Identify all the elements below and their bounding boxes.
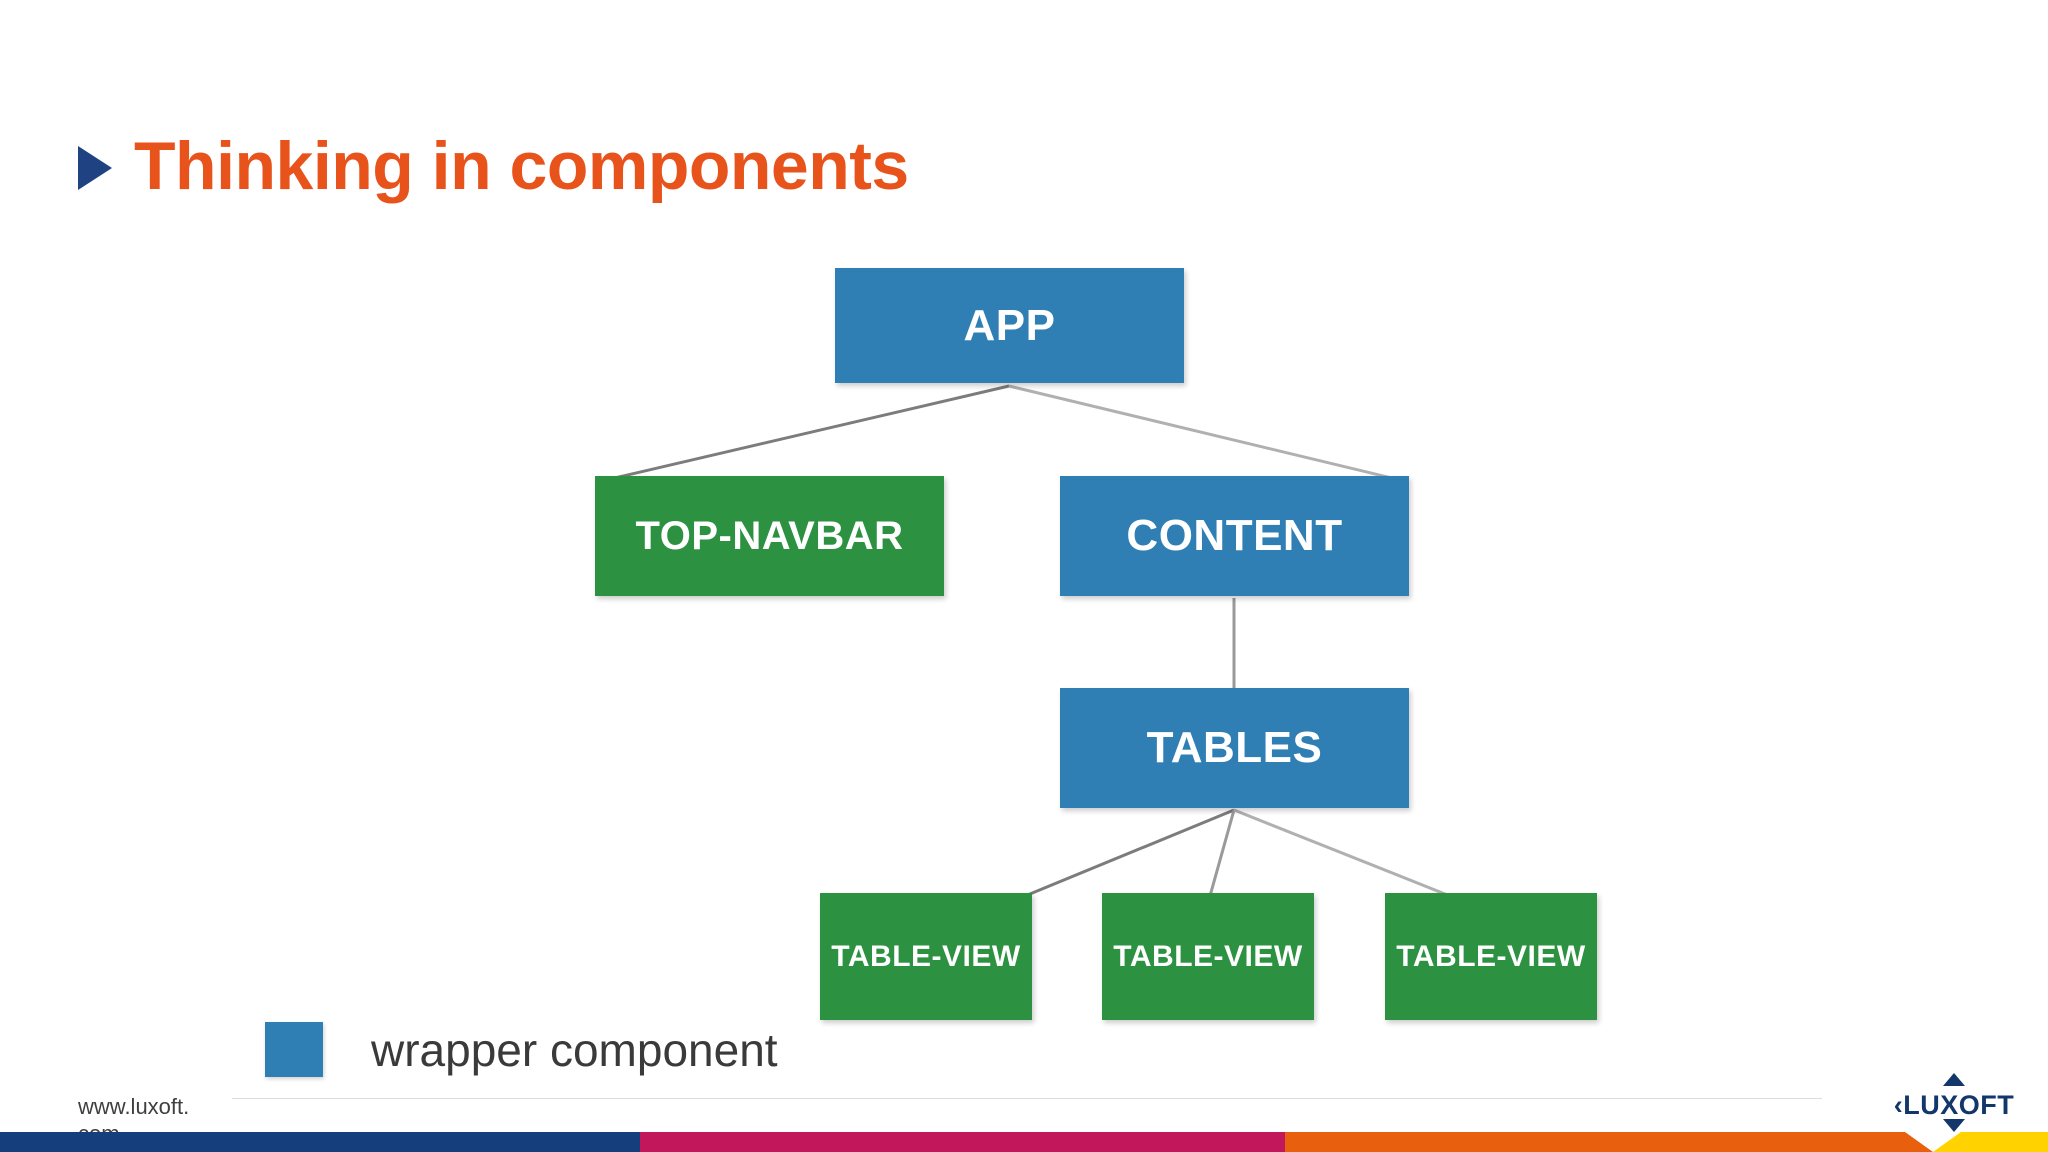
legend-label-wrapper: wrapper component bbox=[371, 1023, 778, 1076]
color-bar-segment-crimson bbox=[640, 1132, 1285, 1152]
legend-swatch-wrapper bbox=[265, 1022, 323, 1077]
edge-tables-tableview1 bbox=[1024, 808, 1235, 898]
color-bar-segment-blue bbox=[0, 1132, 640, 1152]
diagram-node-app[interactable]: APP bbox=[835, 268, 1184, 383]
luxoft-logo: ‹LUXOFT bbox=[1884, 1073, 2024, 1135]
slide-title-row: Thinking in components bbox=[78, 132, 909, 200]
diagram-node-table-view-2[interactable]: TABLE-VIEW bbox=[1102, 893, 1314, 1020]
diagram-node-content[interactable]: CONTENT bbox=[1060, 476, 1409, 596]
edge-app-content bbox=[1008, 384, 1401, 482]
triangle-right-icon bbox=[78, 146, 112, 190]
legend: wrapper component bbox=[265, 1022, 778, 1077]
luxoft-logo-text: ‹LUXOFT bbox=[1893, 1090, 2015, 1120]
edge-tables-tableview3 bbox=[1233, 808, 1451, 898]
color-bar-segment-orange bbox=[1285, 1132, 1933, 1152]
diagram-node-tables[interactable]: TABLES bbox=[1060, 688, 1409, 808]
brand-color-bar bbox=[0, 1132, 2048, 1152]
page-title: Thinking in components bbox=[134, 128, 909, 204]
diagram-node-top-navbar[interactable]: TOP-NAVBAR bbox=[595, 476, 944, 596]
edge-app-topnavbar bbox=[605, 384, 1010, 482]
diagram-node-table-view-3[interactable]: TABLE-VIEW bbox=[1385, 893, 1597, 1020]
color-bar-notch bbox=[1905, 1132, 1961, 1152]
diagram-node-table-view-1[interactable]: TABLE-VIEW bbox=[820, 893, 1032, 1020]
chevron-down-icon bbox=[1943, 1119, 1965, 1132]
edge-tables-tableview2 bbox=[1208, 809, 1236, 897]
chevron-up-icon bbox=[1943, 1073, 1965, 1086]
component-tree-diagram: APP TOP-NAVBAR CONTENT TABLES TABLE-VIEW… bbox=[120, 248, 1930, 1078]
color-bar-segment-yellow bbox=[1933, 1132, 2048, 1152]
diagram-connectors bbox=[605, 384, 1451, 898]
footer-divider bbox=[232, 1098, 1822, 1099]
